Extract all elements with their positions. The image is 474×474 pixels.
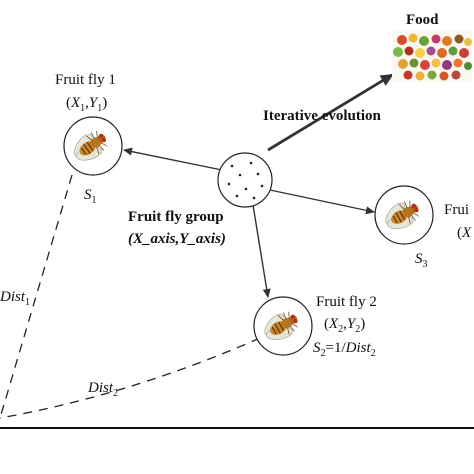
fly2-dist: Dist2 [87, 380, 118, 399]
fly3-smell: S3 [415, 251, 428, 270]
arrow-to-fly2 [252, 204, 271, 298]
fly2-coords: (X2,Y2) [324, 316, 365, 335]
food-icon [392, 30, 472, 82]
fly3-node [374, 185, 434, 245]
fly-group-swarm [217, 152, 273, 208]
fly2-title: Fruit fly 2 [316, 294, 377, 310]
fly1-smell: S1 [84, 187, 97, 206]
arrow-iterative-evolution [267, 73, 394, 152]
food-label: Food [406, 12, 439, 28]
fly1-node [63, 116, 123, 176]
arrow-to-fly1 [123, 147, 223, 171]
dist1-dashed-line [0, 174, 73, 419]
arrow-to-fly3 [269, 189, 375, 215]
fly2-node [253, 296, 313, 356]
iterative-evolution-label: Iterative evolution [263, 108, 382, 124]
fly3-coords: (X [457, 225, 472, 241]
dist2-dashed-line [0, 337, 261, 419]
fly3-title: Frui [444, 202, 469, 218]
fly1-title: Fruit fly 1 [55, 72, 116, 88]
group-title: Fruit fly group [128, 209, 224, 225]
fly1-dist: Dist1 [0, 289, 30, 308]
fly1-coords: (X1,Y1) [66, 95, 107, 114]
fly2-smell: S2=1/Dist2 [313, 340, 376, 359]
group-coords: (X_axis,Y_axis) [128, 231, 226, 247]
